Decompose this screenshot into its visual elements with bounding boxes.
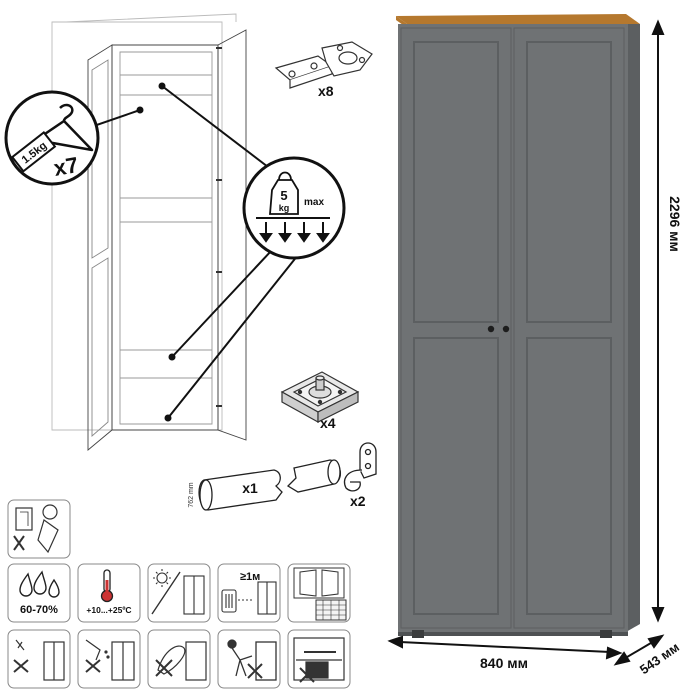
humidity-label: 60-70% xyxy=(20,604,58,616)
assembly-instruction-icon xyxy=(13,504,59,554)
leader-dot xyxy=(164,414,172,422)
no-push-icon xyxy=(227,639,277,681)
foot-qty-label: x4 xyxy=(320,415,336,431)
wardrobe-foot xyxy=(412,630,424,638)
right-door-upper-panel xyxy=(526,41,612,323)
care-no-push-box xyxy=(217,629,281,689)
leader-dot xyxy=(168,353,176,361)
leader-dot xyxy=(158,82,166,90)
care-no-abrasive-box xyxy=(147,629,211,689)
care-no-wet-box xyxy=(7,629,71,689)
temperature-label: +10...+25ºC xyxy=(86,605,131,615)
wardrobe-top xyxy=(396,14,640,26)
no-wet-cleaning-icon xyxy=(13,639,65,681)
thermometer-icon xyxy=(100,569,114,603)
leader-lines xyxy=(87,85,299,419)
depth-dimension-label: 543 мм xyxy=(637,639,682,677)
open-wardrobe-drawing xyxy=(51,13,247,451)
hinge-qty-label: x8 xyxy=(318,83,334,99)
care-heater-box xyxy=(217,563,281,623)
right-door-knob xyxy=(502,325,510,333)
rail-length-label: 762 mm xyxy=(188,482,195,507)
ventilation-icon xyxy=(293,567,347,621)
care-assembly-box xyxy=(7,499,71,559)
care-no-heavy-box xyxy=(287,629,351,689)
wardrobe-side xyxy=(626,24,640,632)
heater-distance-label: ≥1м xyxy=(240,571,260,583)
rail-qty-label: x1 xyxy=(242,480,258,496)
wardrobe-plinth xyxy=(398,632,628,636)
down-arrows-icon xyxy=(259,222,330,243)
sunlight-icon xyxy=(151,569,205,615)
wardrobe-foot xyxy=(600,630,612,638)
height-dimension-label: 2296 мм xyxy=(667,196,683,252)
width-dimension-label: 840 мм xyxy=(480,655,528,671)
wardrobe-front xyxy=(396,14,640,638)
foot-icon xyxy=(280,371,360,424)
care-no-chemicals-box xyxy=(77,629,141,689)
right-door-lower-panel xyxy=(526,337,612,615)
no-heavy-load-icon xyxy=(293,637,345,683)
heater-distance-icon xyxy=(221,581,277,615)
left-door-knob xyxy=(487,325,495,333)
hanger-icon xyxy=(34,103,94,152)
leader-dot xyxy=(136,106,144,114)
hanger-qty-label: x7 xyxy=(52,152,80,181)
dimension-lines xyxy=(387,19,665,666)
rail-icon xyxy=(198,459,341,511)
shelf-load-unit: kg xyxy=(279,203,290,213)
shelf-load-weight: 5 xyxy=(280,188,287,203)
humidity-drops-icon xyxy=(19,570,60,598)
rail-holder-icon xyxy=(343,442,377,492)
left-door-upper-panel xyxy=(413,41,499,323)
weight-icon xyxy=(269,171,299,215)
shelf-load-callout: 5 kg max xyxy=(242,156,346,260)
hinge-icon xyxy=(274,41,373,89)
left-door-lower-panel xyxy=(413,337,499,615)
hanger-callout: 1.5kg x7 xyxy=(4,90,100,186)
shelf-load-max: max xyxy=(304,197,324,208)
rail-holder-qty-label: x2 xyxy=(350,493,366,509)
no-chemicals-icon xyxy=(85,639,135,681)
no-abrasive-icon xyxy=(155,641,207,681)
